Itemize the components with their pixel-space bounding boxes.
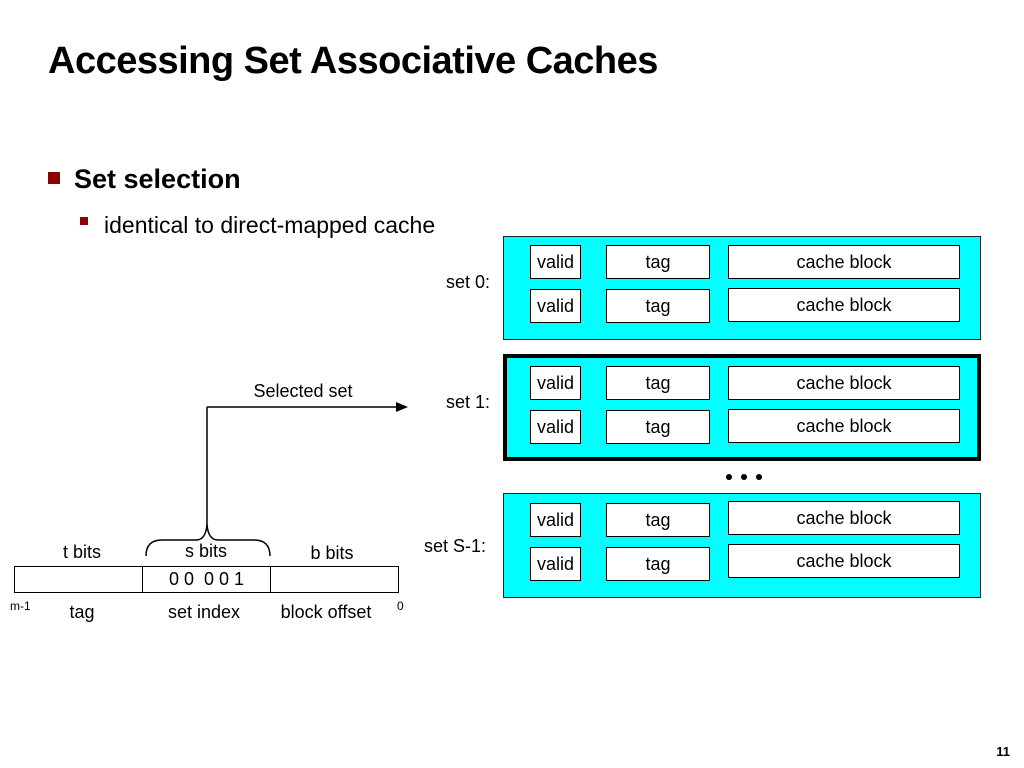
lsb-label: 0 (397, 599, 404, 613)
valid-cell: valid (530, 503, 581, 537)
set-0-label: set 0: (445, 272, 490, 292)
arrow-head-icon (396, 402, 408, 412)
block-offset-field-name: block offset (280, 602, 372, 622)
valid-cell: valid (530, 410, 581, 444)
cache-block-cell: cache block (728, 366, 960, 400)
cache-block-cell: cache block (728, 501, 960, 535)
sub-bullet: identical to direct-mapped cache (80, 212, 435, 239)
cache-block-cell: cache block (728, 245, 960, 279)
valid-cell: valid (530, 245, 581, 279)
t-bits-label: t bits (62, 542, 101, 562)
b-bits-label: b bits (310, 543, 354, 563)
set-index-field-name: set index (167, 602, 241, 622)
s-bits-label: s bits (184, 541, 227, 561)
selected-set-label: Selected set (253, 381, 353, 401)
set-s-minus-1-box: valid tag cache block valid tag cache bl… (503, 493, 981, 598)
cache-block-cell: cache block (728, 544, 960, 578)
valid-cell: valid (530, 289, 581, 323)
bullet-square-icon (48, 171, 60, 184)
tag-cell: tag (606, 410, 710, 444)
tag-cell: tag (606, 503, 710, 537)
address-block-offset-field (270, 566, 399, 593)
set-1-label: set 1: (445, 392, 490, 412)
sub-bullet-square-icon (80, 216, 88, 225)
tag-field-name: tag (69, 602, 95, 622)
set-1-box-selected: valid tag cache block valid tag cache bl… (503, 354, 981, 461)
address-set-index-field: 0 0 0 0 1 (142, 566, 271, 593)
sub-bullet-text: identical to direct-mapped cache (104, 212, 436, 238)
address-tag-field (14, 566, 143, 593)
valid-cell: valid (530, 366, 581, 400)
page-number: 11 (996, 744, 1010, 759)
set-s-minus-1-label: set S-1: (423, 536, 486, 556)
tag-cell: tag (606, 289, 710, 323)
tag-cell: tag (606, 547, 710, 581)
set-0-box: valid tag cache block valid tag cache bl… (503, 236, 981, 340)
valid-cell: valid (530, 547, 581, 581)
cache-block-cell: cache block (728, 288, 960, 322)
tag-cell: tag (606, 366, 710, 400)
msb-label: m-1 (10, 599, 31, 613)
tag-cell: tag (606, 245, 710, 279)
bullet-set-selection: Set selection (48, 164, 241, 195)
cache-block-cell: cache block (728, 409, 960, 443)
slide-title: Accessing Set Associative Caches (48, 40, 658, 82)
bullet-text: Set selection (74, 164, 241, 194)
